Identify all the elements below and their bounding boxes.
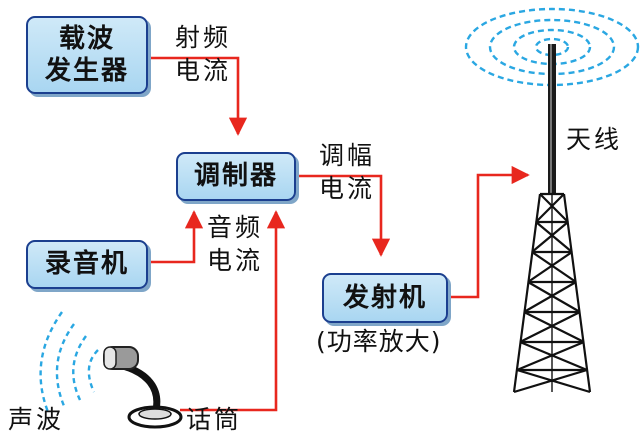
am-current-label-line2: 电流 [319,173,376,203]
am-current-label: 调幅 电流 [319,140,375,205]
recorder-box: 录音机 [26,240,148,289]
audio-current-label-line2: 电流 [207,245,264,275]
rf-current-label: 射频 电流 [175,22,231,87]
recorder-label: 录音机 [44,249,129,280]
rf-current-label-line1: 射频 [175,23,232,52]
am-current-label-line1: 调幅 [319,141,376,170]
modulator-label: 调制器 [193,161,278,192]
connection-lines [148,56,530,412]
sound-wave-label: 声波 [8,405,65,434]
rf-current-label-line2: 电流 [175,55,232,85]
carrier-to-modulator-line [148,56,248,136]
mic-to-modulator-line [180,210,286,412]
transmitter-label: 发射机 [342,282,427,313]
modulator-to-transmitter-line [297,174,391,257]
audio-current-label: 音频 电流 [207,212,263,277]
carrier-generator-box: 载波 发生器 [26,16,148,94]
microphone-label: 话筒 [186,405,243,434]
transmitter-box: 发射机 [322,273,448,323]
antenna-tower-icon [512,44,592,394]
transmitter-to-antenna-line [450,165,530,299]
transmitter-note: (功率放大) [316,327,442,356]
audio-current-label-line1: 音频 [207,213,264,242]
recorder-to-modulator-line [148,210,204,264]
microphone-icon [103,346,183,429]
carrier-generator-label-line2: 发生器 [44,56,129,86]
antenna-label: 天线 [566,125,623,154]
carrier-generator-label-line1: 载波 [58,23,115,54]
sound-wave-icon [39,311,99,413]
modulator-box: 调制器 [176,152,296,201]
